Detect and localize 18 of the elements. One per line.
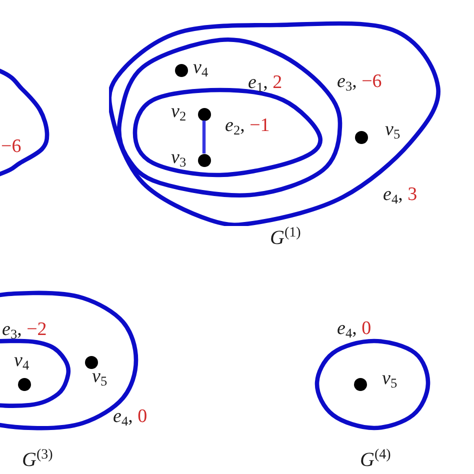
- vertex-label: v$_{5}$: [92, 367, 108, 387]
- hyperedge-label: e$_{4}$, 3: [383, 185, 418, 205]
- hyperedge-label: e$_{3}$, −6: [337, 72, 382, 92]
- graph-caption: G$^{(1)}$: [270, 228, 301, 249]
- vertex-label: v$_{3}$: [171, 148, 186, 168]
- hyperedge-label: e$_{3}$, −2: [2, 320, 47, 340]
- graph-caption: G$^{(3)}$: [22, 450, 53, 471]
- graph-caption: G$^{(4)}$: [360, 450, 391, 471]
- hyperedge-label: e$_{1}$, 2: [248, 73, 282, 93]
- vertex-label: v$_{5}$: [382, 369, 398, 389]
- vertex-label: v$_{4}$: [193, 58, 208, 78]
- hyperedge-label: e$_{4}$, 0: [113, 407, 148, 427]
- hyperedge-label: e$_{4}$, 0: [337, 319, 372, 339]
- vertex-label: v$_{2}$: [171, 102, 186, 122]
- edge-label: e$_{2}$, −1: [225, 116, 270, 136]
- vertex-label: v$_{4}$: [14, 351, 30, 371]
- hyperedge-label: −6: [1, 137, 22, 157]
- vertex-label: v$_{5}$: [385, 120, 400, 140]
